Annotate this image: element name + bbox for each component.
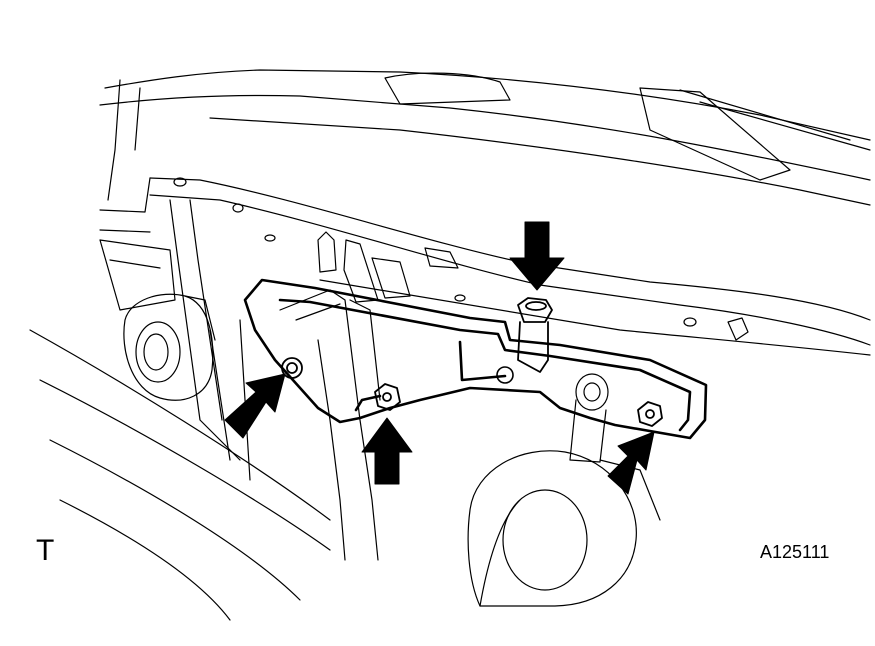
- right-horn: [467, 450, 661, 607]
- nut-left: [281, 357, 303, 379]
- left-horn: [123, 293, 216, 401]
- figure-code: A125111: [760, 542, 830, 562]
- radiator-support: [99, 177, 871, 356]
- nut-right-of-center: [496, 366, 514, 384]
- left-frame: [29, 199, 331, 621]
- nut-right: [637, 401, 663, 427]
- arrow-icon: [509, 221, 565, 291]
- arrow-icon: [361, 417, 413, 485]
- arrow-icon: [607, 431, 655, 495]
- view-label: T: [36, 534, 55, 567]
- hood-panel: [99, 69, 871, 206]
- bolt-top: [517, 297, 553, 373]
- horn-bracket: [243, 278, 708, 440]
- nut-center: [374, 383, 401, 411]
- horn-stay: [569, 373, 609, 463]
- arrow-icon: [224, 373, 286, 439]
- hood-latch: [317, 231, 411, 303]
